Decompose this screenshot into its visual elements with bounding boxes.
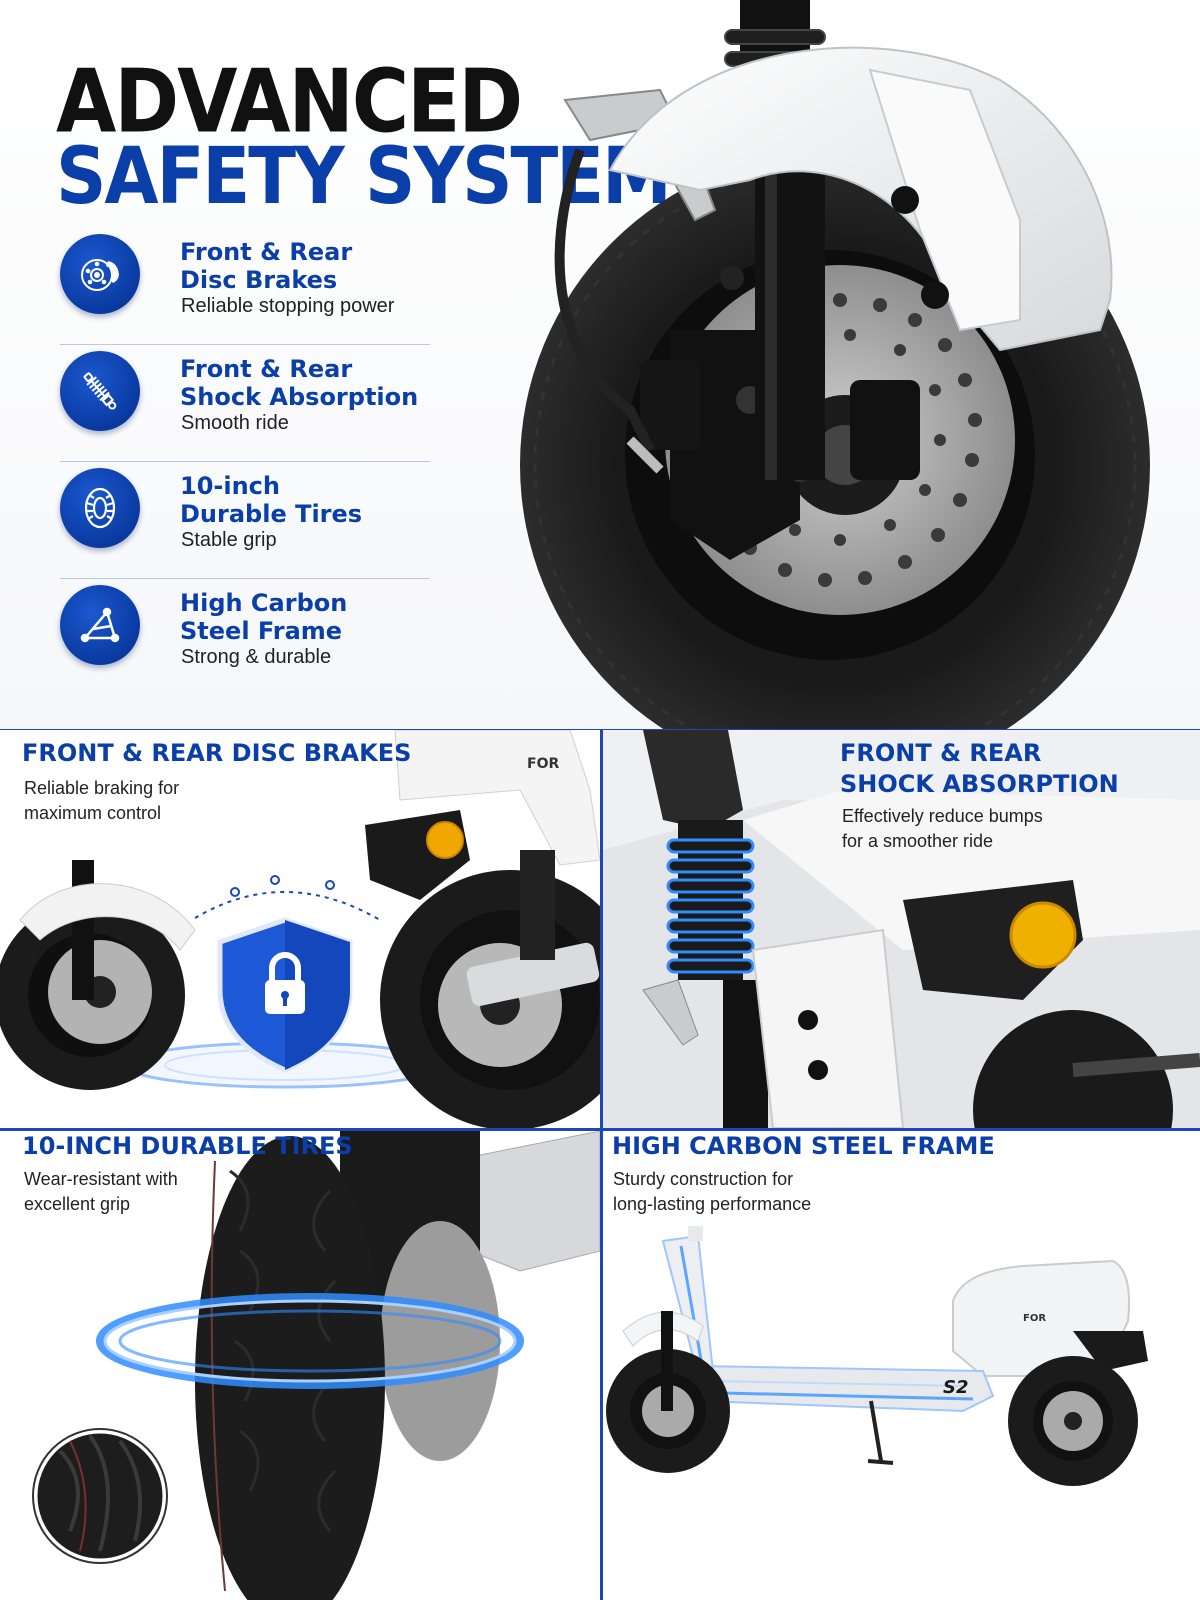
feature-item-disc-brakes: Front & Rear Disc Brakes Reliable stoppi… <box>60 228 430 345</box>
feature-title-line2: Shock Absorption <box>180 383 419 411</box>
panel-subtitle-line2: for a smoother ride <box>842 831 994 851</box>
body-logo-text: FOR <box>1023 1313 1046 1324</box>
panel-shock-absorption: FRONT & REAR SHOCK ABSORPTION Effectivel… <box>603 730 1200 1128</box>
panel-title: HIGH CARBON STEEL FRAME <box>612 1132 995 1160</box>
panel-subtitle: Effectively reduce bumps for a smoother … <box>842 804 1043 854</box>
panel-title: FRONT & REAR SHOCK ABSORPTION <box>840 738 1119 800</box>
hero-title-line1: ADVANCED <box>56 52 523 153</box>
feature-title-line2: Durable Tires <box>180 500 363 528</box>
scooter-illustration: FOR S2 <box>606 1226 1148 1486</box>
feature-title: Front & Rear Disc Brakes <box>180 238 440 294</box>
panel-disc-brakes: FOR FRONT & REAR DISC BRAKES Reliable br… <box>0 730 600 1128</box>
feature-title-line2: Disc Brakes <box>180 266 338 294</box>
feature-subtitle: Strong & durable <box>181 646 332 668</box>
front-wheel-image <box>520 0 1150 730</box>
feature-item-durable-tires: 10-inch Durable Tires Stable grip <box>60 462 430 579</box>
feature-subtitle: Smooth ride <box>181 412 289 434</box>
panel-title: 10-INCH DURABLE TIRES <box>22 1132 353 1160</box>
feature-title: 10-inch Durable Tires <box>180 472 440 528</box>
panel-subtitle-line2: excellent grip <box>24 1194 131 1214</box>
panel-title-line1: FRONT & REAR <box>840 739 1042 767</box>
panel-subtitle: Reliable braking for maximum control <box>24 776 179 826</box>
panel-title: FRONT & REAR DISC BRAKES <box>22 739 412 767</box>
feature-title-line1: 10-inch <box>180 472 280 500</box>
panel-subtitle-line1: Wear-resistant with <box>24 1169 178 1189</box>
feature-subtitle: Stable grip <box>181 529 277 551</box>
panel-steel-frame: FOR S2 HIGH CARBON STEEL FRAME Sturdy co… <box>603 1131 1200 1600</box>
panel-subtitle: Sturdy construction for long-lasting per… <box>613 1167 811 1217</box>
panel-title-line2: SHOCK ABSORPTION <box>840 770 1119 798</box>
disc-brake-icon <box>60 234 140 314</box>
frame-icon <box>60 585 140 665</box>
panel-subtitle: Wear-resistant with excellent grip <box>24 1167 178 1217</box>
feature-subtitle: Reliable stopping power <box>181 295 395 317</box>
panel-subtitle-line1: Sturdy construction for <box>613 1169 794 1189</box>
shock-absorber-icon <box>60 351 140 431</box>
tire-icon <box>60 468 140 548</box>
panel-subtitle-line2: maximum control <box>24 803 162 823</box>
feature-item-shock-absorption: Front & Rear Shock Absorption Smooth rid… <box>60 345 430 462</box>
model-label: S2 <box>943 1377 969 1398</box>
feature-title-line2: Steel Frame <box>180 617 343 645</box>
brakes-illustration: FOR <box>0 730 600 1128</box>
feature-title: Front & Rear Shock Absorption <box>180 355 440 411</box>
panel-durable-tires: 10-INCH DURABLE TIRES Wear-resistant wit… <box>0 1131 600 1600</box>
feature-title-line1: Front & Rear <box>180 238 353 266</box>
panel-subtitle-line1: Reliable braking for <box>24 778 180 798</box>
divider-vertical <box>600 729 603 1600</box>
tire-illustration <box>32 1131 600 1600</box>
fender-logo-text: FOR <box>527 756 559 772</box>
feature-title-line1: Front & Rear <box>180 355 353 383</box>
hero-section: ADVANCED SAFETY SYSTEM Front & Rear Disc… <box>0 0 1200 730</box>
panel-subtitle-line2: long-lasting performance <box>613 1194 812 1214</box>
feature-item-steel-frame: High Carbon Steel Frame Strong & durable <box>60 579 430 696</box>
panel-subtitle-line1: Effectively reduce bumps <box>842 806 1043 826</box>
feature-title-line1: High Carbon <box>180 589 348 617</box>
feature-title: High Carbon Steel Frame <box>180 589 440 645</box>
shock-illustration <box>603 730 1200 1128</box>
feature-list: Front & Rear Disc Brakes Reliable stoppi… <box>60 228 430 696</box>
